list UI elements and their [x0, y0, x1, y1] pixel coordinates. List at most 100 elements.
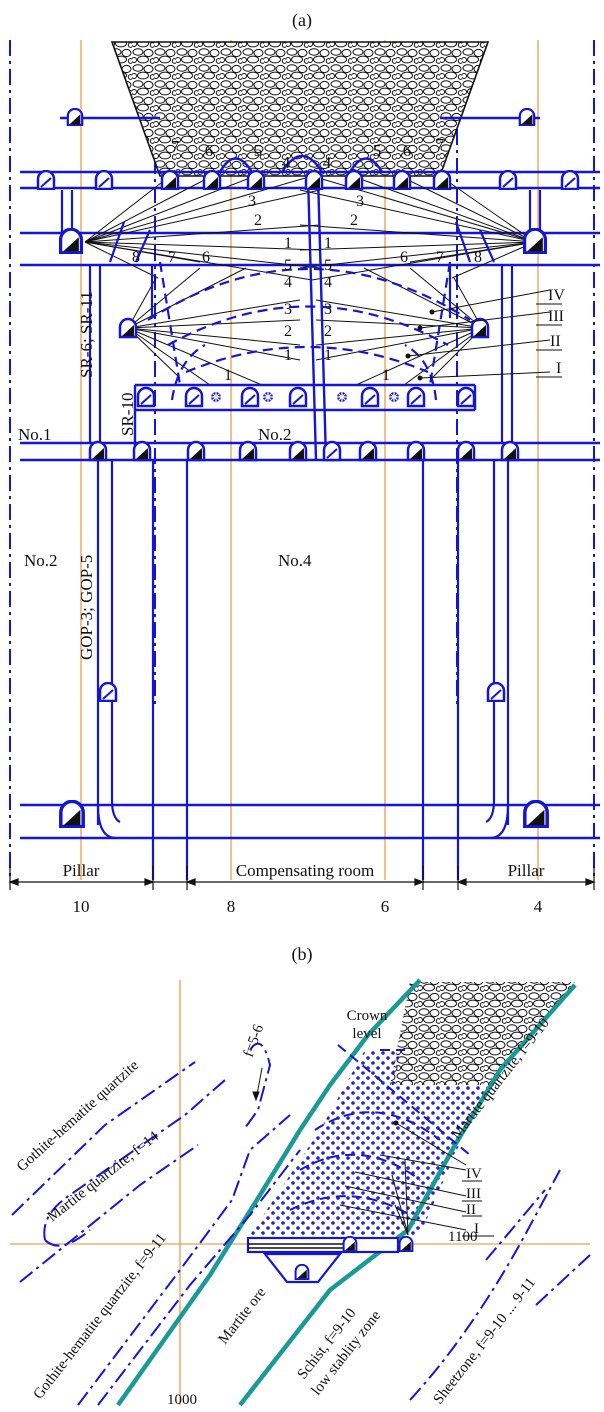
contact-lines: [116, 978, 577, 1407]
axis-label: 4: [534, 897, 543, 916]
raise-label-left: SR-6; SR-11: [77, 291, 96, 378]
drift-icon: [498, 170, 518, 190]
hole-numbers: 7 6 5 4 4 5 6 7: [171, 135, 445, 172]
raise-label-shaft: GOP-3; GOP-5: [77, 555, 96, 660]
panel-b: (b): [10, 944, 591, 1408]
zone-label: IV: [548, 287, 565, 304]
drift-icon: [132, 440, 152, 462]
pillar-left-label: Pillar: [63, 861, 100, 880]
fan-holes-upper-left: [84, 175, 321, 281]
zone-label-b: I: [474, 1221, 479, 1237]
drift-icon: [358, 440, 378, 462]
hole-num: 5: [373, 141, 382, 160]
raise-label-mid: SR-10: [118, 393, 137, 436]
drift-icon: [398, 1236, 414, 1252]
rubble-zone: [390, 982, 575, 1085]
fan-label: 1: [224, 367, 232, 384]
crown-label-2: level: [352, 1026, 381, 1042]
drift-icon: [342, 1236, 358, 1252]
hole-num: 6: [403, 141, 412, 160]
fan-label: 3: [324, 301, 332, 318]
axis-label: 10: [73, 897, 90, 916]
charge-icon: [388, 391, 400, 403]
drift-icon: [186, 440, 206, 462]
hole-num: 7: [436, 135, 445, 154]
dimension-line: [8, 866, 596, 890]
side-number: 7: [168, 249, 176, 266]
fan-label: 2: [350, 212, 358, 229]
hole-num: 4: [282, 153, 291, 172]
level-no2: No.2: [258, 425, 292, 444]
chamber-no4: No.4: [278, 551, 312, 570]
fan-label: 2: [324, 323, 332, 340]
panel-a: (a): [8, 10, 600, 916]
drift-icon: [202, 170, 222, 190]
drift-icon: [288, 440, 308, 462]
side-number: 8: [132, 249, 140, 266]
zone-label: III: [548, 308, 564, 325]
rock-martite-left: Martite quartzite, f=14: [45, 1128, 163, 1225]
hole-num: 7: [171, 137, 180, 156]
drift-icon: [360, 386, 380, 408]
geology-lines: [11, 1042, 591, 1406]
raises: [60, 190, 542, 880]
drift-icon: [98, 682, 118, 702]
charge-icon: [262, 391, 274, 403]
drift-icon: [432, 170, 452, 190]
panel-a-label: (a): [292, 10, 312, 31]
drift-icon: [58, 228, 84, 254]
drift-icon: [160, 170, 180, 190]
axis-labels: 10 8 6 4: [73, 897, 543, 916]
fan-label: 5: [324, 257, 332, 274]
zone-pointers-b: [339, 1120, 494, 1237]
zone-label-b: IV: [466, 1166, 482, 1182]
drift-icon: [238, 440, 258, 462]
zone-label-b: II: [466, 1202, 476, 1218]
fan-label: 1: [284, 235, 292, 252]
fan-label: 1: [382, 367, 390, 384]
drift-icon: [136, 386, 156, 408]
drift-icon: [456, 386, 476, 408]
axis-label: 8: [227, 897, 236, 916]
fan-label: 1: [284, 347, 292, 364]
drift-icon: [392, 170, 412, 190]
pillar-right-label: Pillar: [508, 861, 545, 880]
center-raise: [306, 175, 328, 461]
elevation-1000: 1000: [167, 1392, 197, 1408]
elevation-1100: 1100: [448, 1229, 477, 1245]
rock-martite-ore: Martite ore: [216, 1285, 270, 1348]
drift-icon: [500, 440, 520, 462]
fan-label: 1: [324, 347, 332, 364]
crown-level-lines: [289, 1044, 471, 1216]
drift-icon: [88, 440, 108, 462]
fan-label: 2: [284, 323, 292, 340]
zone-label-b: III: [466, 1186, 481, 1202]
side-number: 7: [436, 249, 444, 266]
drift-icon: [94, 170, 114, 190]
hole-num: 4: [323, 153, 332, 172]
zone-pointers: [405, 289, 562, 381]
crown-arches: [218, 154, 384, 173]
fan-label: 1: [324, 235, 332, 252]
zone-labels: IV III II I: [548, 287, 565, 377]
chamber-no2: No.2: [24, 551, 58, 570]
drift-icon: [118, 317, 138, 339]
fan-label: 3: [356, 193, 364, 210]
axis-label: 6: [381, 897, 390, 916]
drift-icon: [406, 386, 426, 408]
drift-icon: [59, 800, 85, 828]
drift-icon: [184, 386, 204, 408]
charge-icon: [336, 391, 348, 403]
drift-icon: [240, 386, 260, 408]
drift-icon: [406, 440, 426, 462]
fan-label: 3: [284, 301, 292, 318]
level-no1: No.1: [18, 425, 52, 444]
drift-icon: [288, 386, 308, 408]
fan-label: 2: [254, 212, 262, 229]
drift-icon: [322, 440, 342, 462]
side-number: 6: [202, 249, 210, 266]
drift-icon: [66, 108, 84, 126]
side-number: 6: [400, 249, 408, 266]
rock-sheetzone: Sheetzone, f=9-10 ... 9-11: [431, 1275, 540, 1408]
